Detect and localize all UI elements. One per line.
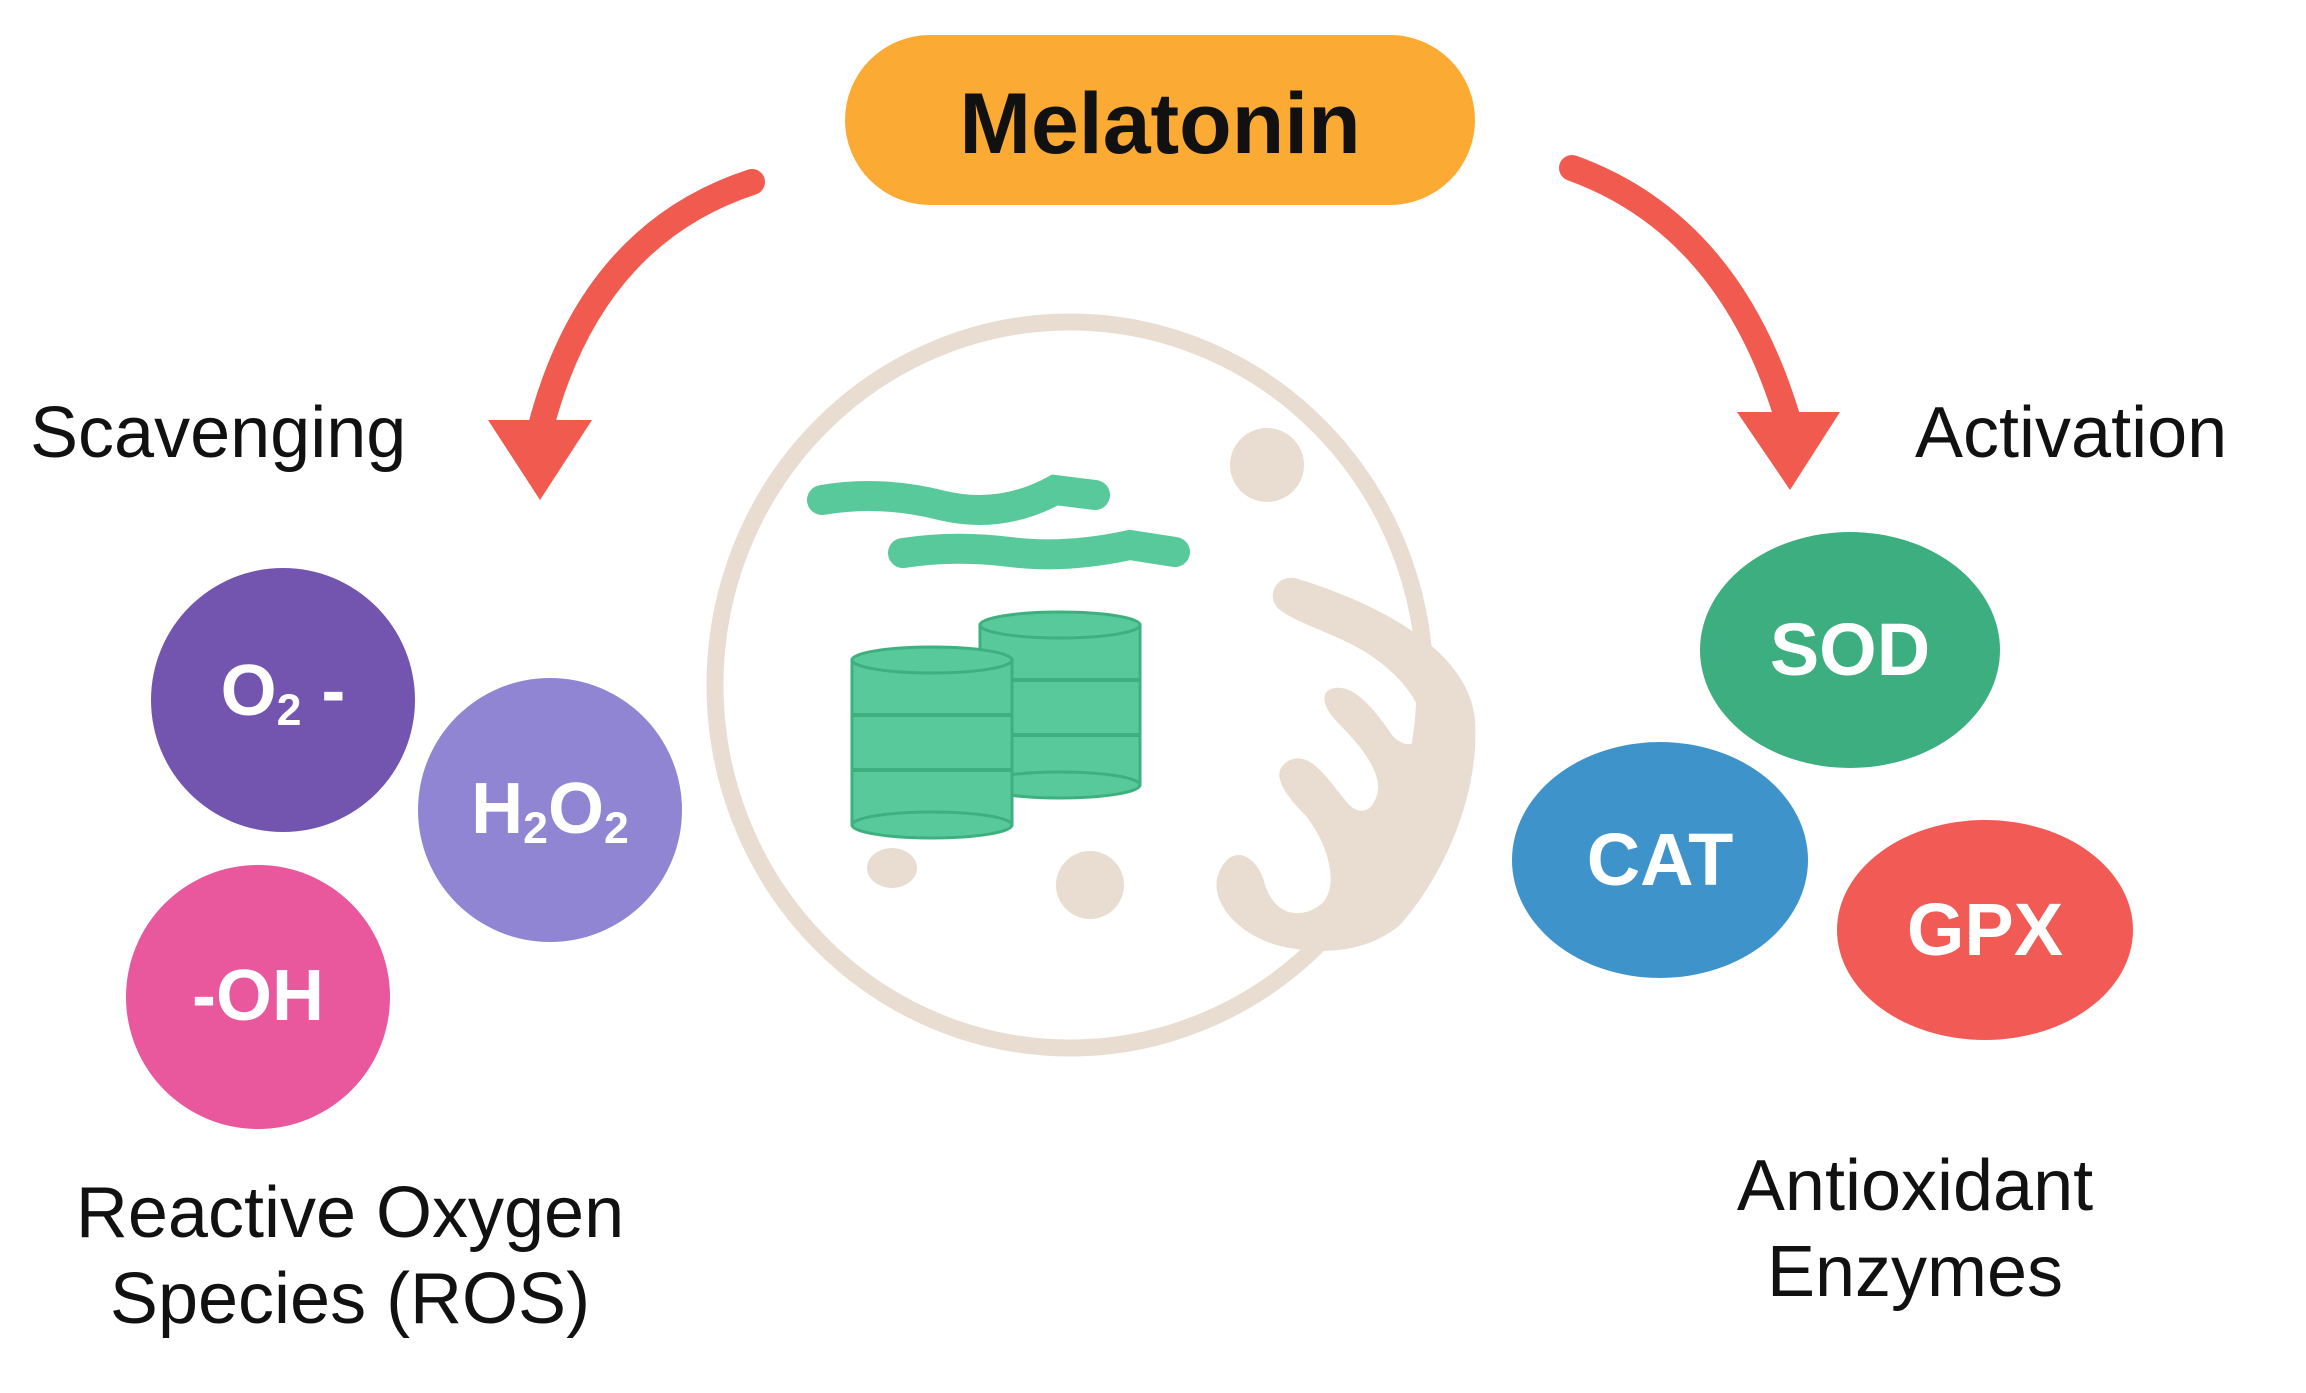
ros-hydroxyl-circle (126, 865, 390, 1129)
h2o2-base: H (471, 769, 524, 849)
enzyme-gpx-ellipse (1837, 820, 2133, 1040)
enzymes-caption-line1: Antioxidant (1736, 1146, 2094, 1226)
vesicle-icon (1230, 428, 1304, 502)
endoplasmic-reticulum-icon (807, 474, 1110, 525)
ros-o2-minus-label: O2 - (151, 650, 415, 736)
vesicle-icon (1056, 851, 1124, 919)
enzyme-cat-ellipse (1512, 742, 1808, 978)
enzymes-caption: Antioxidant Enzymes (1595, 1143, 2235, 1316)
endoplasmic-reticulum-icon (888, 529, 1190, 570)
activation-arrow (1559, 155, 1840, 490)
ros-hydroxyl-label: -OH (192, 956, 324, 1036)
ros-o2-minus-circle (151, 568, 415, 832)
h2o2-sub1: 2 (523, 803, 548, 853)
enzyme-gpx-label: GPX (1906, 888, 2064, 971)
h2o2-mid: O (547, 769, 604, 849)
ros-caption-line2: Species (ROS) (109, 1259, 591, 1340)
scavenging-arrow (488, 169, 765, 500)
enzyme-sod-label: SOD (1769, 608, 1931, 691)
ros-h2o2-label: H2O2 (418, 768, 682, 854)
enzyme-sod-ellipse (1700, 532, 2000, 768)
scavenging-label: Scavenging (30, 393, 407, 473)
vesicle-icon (867, 848, 917, 888)
melatonin-label: Melatonin (959, 76, 1361, 172)
golgi-stack-icon (850, 610, 1142, 840)
mitochondrion-icon (1216, 577, 1476, 951)
melatonin-node (845, 35, 1475, 205)
o2-sub: 2 (276, 685, 302, 735)
enzyme-cat-label: CAT (1586, 818, 1734, 901)
enzymes-caption-line2: Enzymes (1766, 1232, 2064, 1313)
ros-h2o2-circle (418, 678, 682, 942)
activation-label: Activation (1915, 393, 2228, 473)
o2-base: O (220, 651, 277, 731)
o2-suffix: - (301, 651, 346, 731)
ros-caption-line1: Reactive Oxygen (75, 1173, 625, 1253)
h2o2-sub2: 2 (604, 803, 629, 853)
ros-caption: Reactive Oxygen Species (ROS) (20, 1170, 680, 1343)
cell-icon (706, 313, 1476, 1057)
